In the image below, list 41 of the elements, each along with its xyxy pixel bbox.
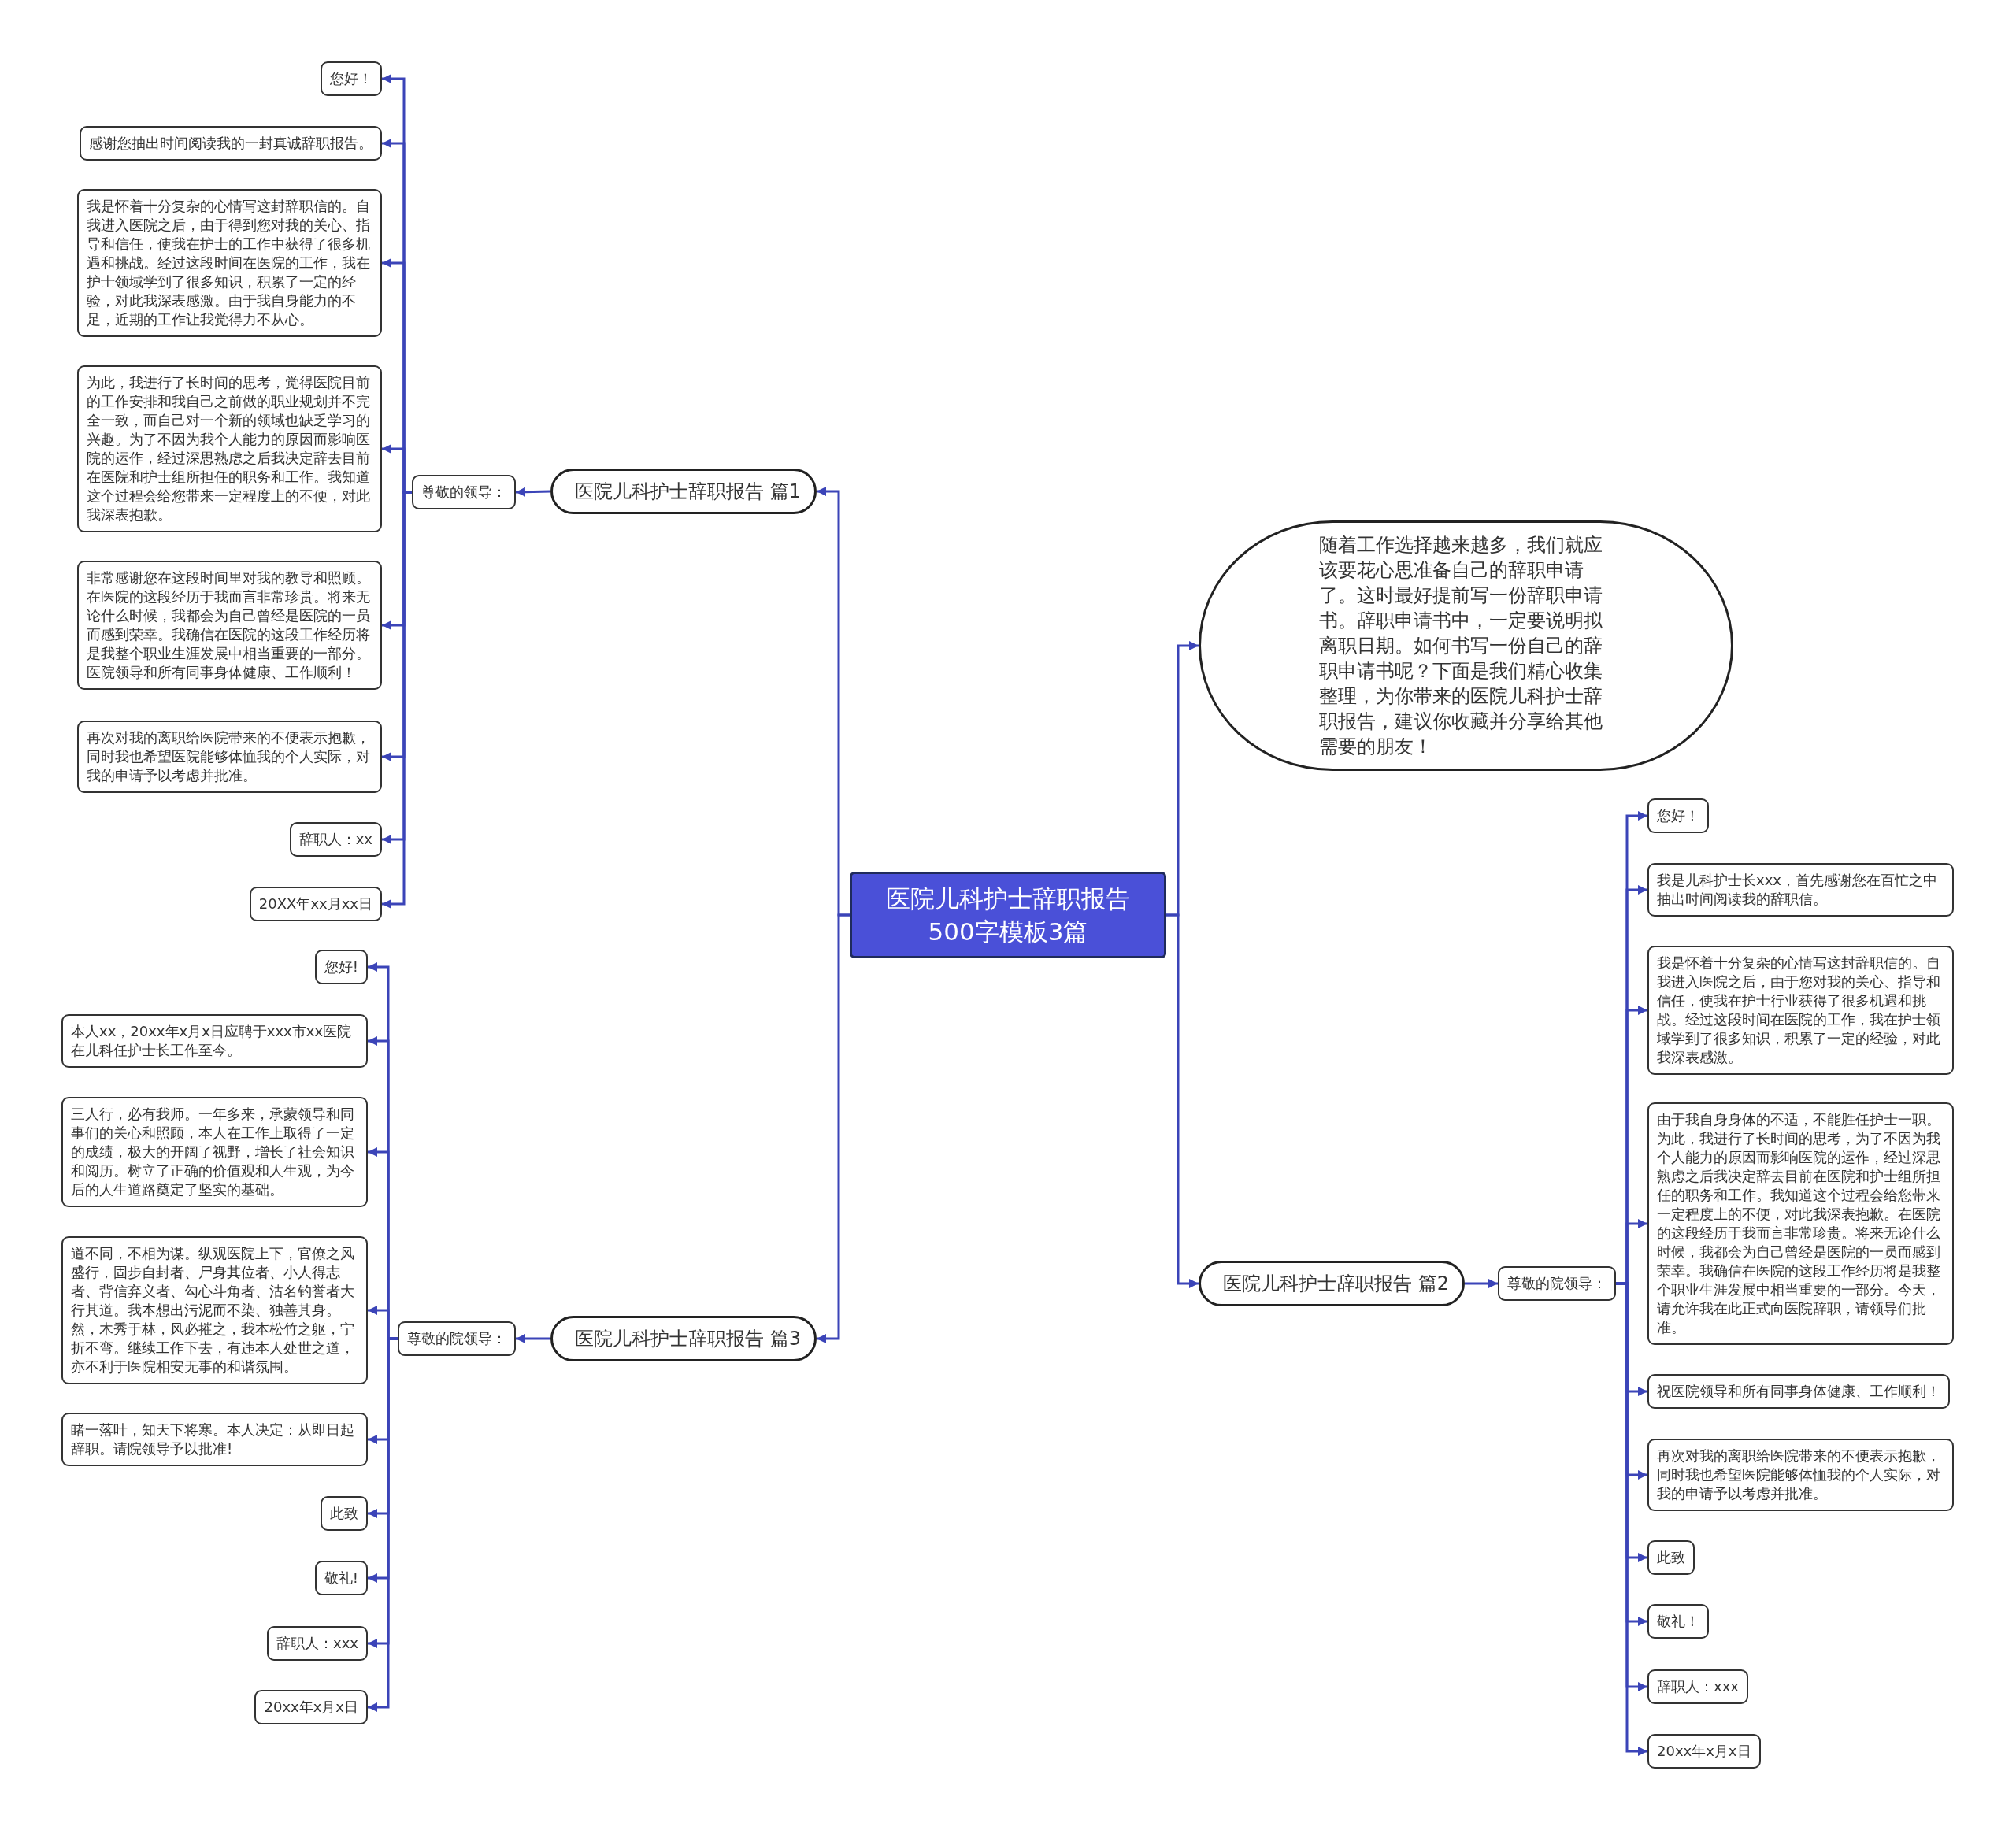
text-box: 敬礼！ [1647, 1604, 1709, 1639]
text-box: 尊敬的院领导： [398, 1321, 516, 1356]
intro-bubble: 随着工作选择越来越多，我们就应该要花心思准备自己的辞职申请了。这时最好提前写一份辞职申请书。辞职申请书中，一定要说明拟离职日期。如何书写一份自己的辞职申请书呢？下面是我们精心收集整理，为你带来的医院儿科护士辞职报告，建议你收藏并分享给其他需要的朋友！ [1199, 520, 1733, 771]
section-title: 医院儿科护士辞职报告 篇3 [550, 1316, 817, 1361]
connector-arrow [515, 487, 551, 497]
text-box: 由于我自身身体的不适，不能胜任护士一职。为此，我进行了长时间的思考，为了不因为我个人能力的原因而影响医院的运作，经过深思熟虑之后我决定辞去目前在医院和护士组所担任的职务和工作。我知道这个过程会给您带来一定程度上的不便，对此我深表抱歉。在医院的这段经历于我而言非常珍贵。将来无论什么时候，我都会为自己曾经是医院的一员而感到荣幸。我确信在医院的这段工作经历将是我整个职业生涯发展中相当重要的一部分。今天，请允许我在此正式向医院辞职，请领导们批准。 [1647, 1102, 1954, 1345]
connector-arrow [1465, 1279, 1498, 1288]
text-box: 此致 [1647, 1540, 1695, 1575]
text-box: 20xx年x月x日 [1647, 1734, 1761, 1769]
text-box: 尊敬的院领导： [1498, 1266, 1616, 1301]
text-box: 辞职人：xxx [1647, 1669, 1748, 1704]
text-box: 您好！ [1647, 798, 1709, 833]
text-box: 为此，我进行了长时间的思考，觉得医院目前的工作安排和我自己之前做的职业规划并不完全一致，而自己对一个新的领域也缺乏学习的兴趣。为了不因为我个人能力的原因而影响医院的运作，经过深思熟虑之后我决定辞去目前在医院和护士组所担任的职务和工作。我知道这个过程会给您带来一定程度上的不便，对此我深表抱歉。 [77, 365, 382, 532]
section-title: 医院儿科护士辞职报告 篇1 [550, 469, 817, 514]
text-box: 我是怀着十分复杂的心情写这封辞职信的。自我进入医院之后，由于您对我的关心、指导和信任，使我在护士行业获得了很多机遇和挑战。经过这段时间在医院的工作，我在护士领域学到了很多知识，积累了一定的经验，对此我深表感激。 [1647, 946, 1954, 1075]
connector-arrow [1166, 913, 1199, 1288]
text-box: 非常感谢您在这段时间里对我的教导和照顾。在医院的这段经历于我而言非常珍贵。将来无论什么时候，我都会为自己曾经是医院的一员而感到荣幸。我确信在医院的这段工作经历将是我整个职业生涯发展中相当重要的一部分。医院领导和所有同事身体健康、工作顺利！ [77, 561, 382, 690]
text-box: 道不同，不相为谋。纵观医院上下，官僚之风盛行，固步自封者、尸身其位者、小人得志者、背信弃义者、勾心斗角者、沽名钓誉者大行其道。我本想出污泥而不染、独善其身。然，木秀于林，风必摧之，我本松竹之躯，宁折不弯。继续工作下去，有违本人处世之道，亦不利于医院相安无事的和谐氛围。 [61, 1236, 368, 1384]
text-box: 辞职人：xx [289, 822, 382, 857]
text-box: 我是怀着十分复杂的心情写这封辞职信的。自我进入医院之后，由于得到您对我的关心、指导和信任，使我在护士的工作中获得了很多机遇和挑战。经过这段时间在医院的工作，我在护士领域学到了很多知识，积累了一定的经验，对此我深表感激。由于我自身能力的不足，近期的工作让我觉得力不从心。 [77, 189, 382, 337]
text-box: 此致 [321, 1496, 368, 1531]
connector-arrow [817, 913, 850, 1343]
connector-arrow [368, 1337, 398, 1712]
text-box: 您好! [314, 950, 368, 984]
text-box: 三人行，必有我师。一年多来，承蒙领导和同事们的关心和照顾，本人在工作上取得了一定的成绩，极大的开阔了视野，增长了社会知识和阅历。树立了正确的价值观和人生观，为今后的人生道路奠定了坚实的基础。 [61, 1097, 368, 1207]
text-box: 睹一落叶，知天下将寒。本人决定：从即日起辞职。请院领导予以批准! [61, 1413, 368, 1466]
connector-arrow [516, 1334, 550, 1343]
text-box: 祝医院领导和所有同事身体健康、工作顺利！ [1647, 1374, 1950, 1409]
text-box: 辞职人：xxx [267, 1626, 368, 1661]
text-box: 我是儿科护士长xxx，首先感谢您在百忙之中抽出时间阅读我的辞职信。 [1647, 863, 1954, 917]
text-box: 20XX年xx月xx日 [249, 887, 382, 921]
text-box: 尊敬的领导： [412, 475, 516, 509]
text-box: 感谢您抽出时间阅读我的一封真诚辞职报告。 [80, 126, 382, 161]
text-box: 再次对我的离职给医院带来的不便表示抱歉，同时我也希望医院能够体恤我的个人实际，对我的申请予以考虑并批准。 [1647, 1439, 1954, 1511]
text-box: 敬礼! [314, 1561, 368, 1595]
text-box: 本人xx，20xx年x月x日应聘于xxx市xx医院在儿科任护士长工作至今。 [61, 1014, 368, 1068]
text-box: 20xx年x月x日 [254, 1690, 368, 1724]
central-topic: 医院儿科护士辞职报告500字模板3篇 [850, 872, 1166, 958]
section-title: 医院儿科护士辞职报告 篇2 [1199, 1261, 1465, 1306]
text-box: 您好！ [321, 61, 382, 96]
text-box: 再次对我的离职给医院带来的不便表示抱歉，同时我也希望医院能够体恤我的个人实际，对我的申请予以考虑并批准。 [77, 721, 382, 793]
